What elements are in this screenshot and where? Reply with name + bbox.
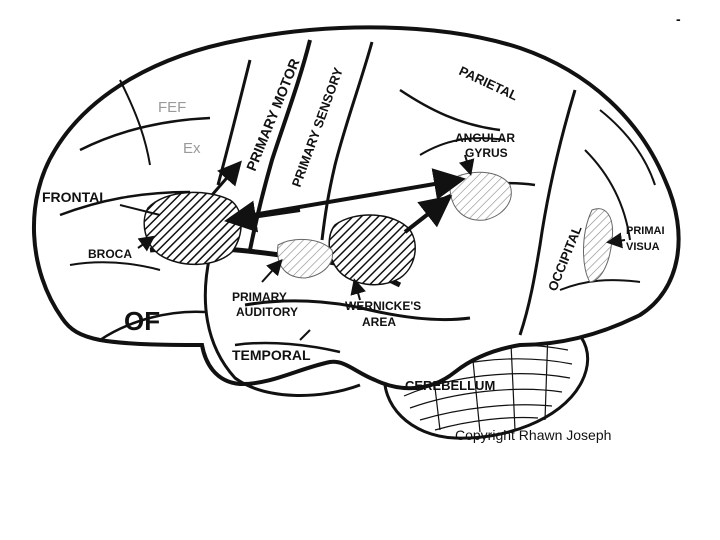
broca-motor-arrow (210, 160, 242, 196)
wernicke-angular-arrow (403, 195, 453, 234)
copyright-label: Copyright Rhawn Joseph (455, 427, 611, 443)
temporal-label: TEMPORAL (232, 347, 311, 363)
primary-auditory-region (277, 238, 334, 279)
corner-mark: - (676, 11, 681, 27)
broca-area-region (143, 191, 242, 266)
primary-visual-label-line2: VISUA (626, 241, 660, 253)
arcuate-fasciculus-arrow (224, 168, 466, 233)
angular-label: ANGULAR (455, 131, 515, 145)
ex-label: Ex (183, 140, 201, 157)
broca-label: BROCA (88, 247, 132, 261)
primary-auditory-label-line2: AUDITORY (236, 305, 298, 319)
primary-visual-region (583, 208, 614, 283)
wernicke-area-region (328, 214, 416, 286)
fef-label: FEF (158, 99, 186, 116)
primary-auditory-label-line1: PRIMARY (232, 290, 287, 304)
wernicke-label-line1: WERNICKE'S (345, 299, 421, 313)
of-label: OF (124, 306, 160, 336)
cerebellum-label: CEREBELLUM (405, 378, 495, 393)
gyrus-label: GYRUS (465, 146, 508, 160)
label-pointer-arrows (119, 154, 626, 341)
wernicke-label-line2: AREA (362, 315, 396, 329)
frontal-label: FRONTAL (42, 189, 108, 205)
primary-visual-label-line1: PRIMAI (626, 225, 665, 237)
